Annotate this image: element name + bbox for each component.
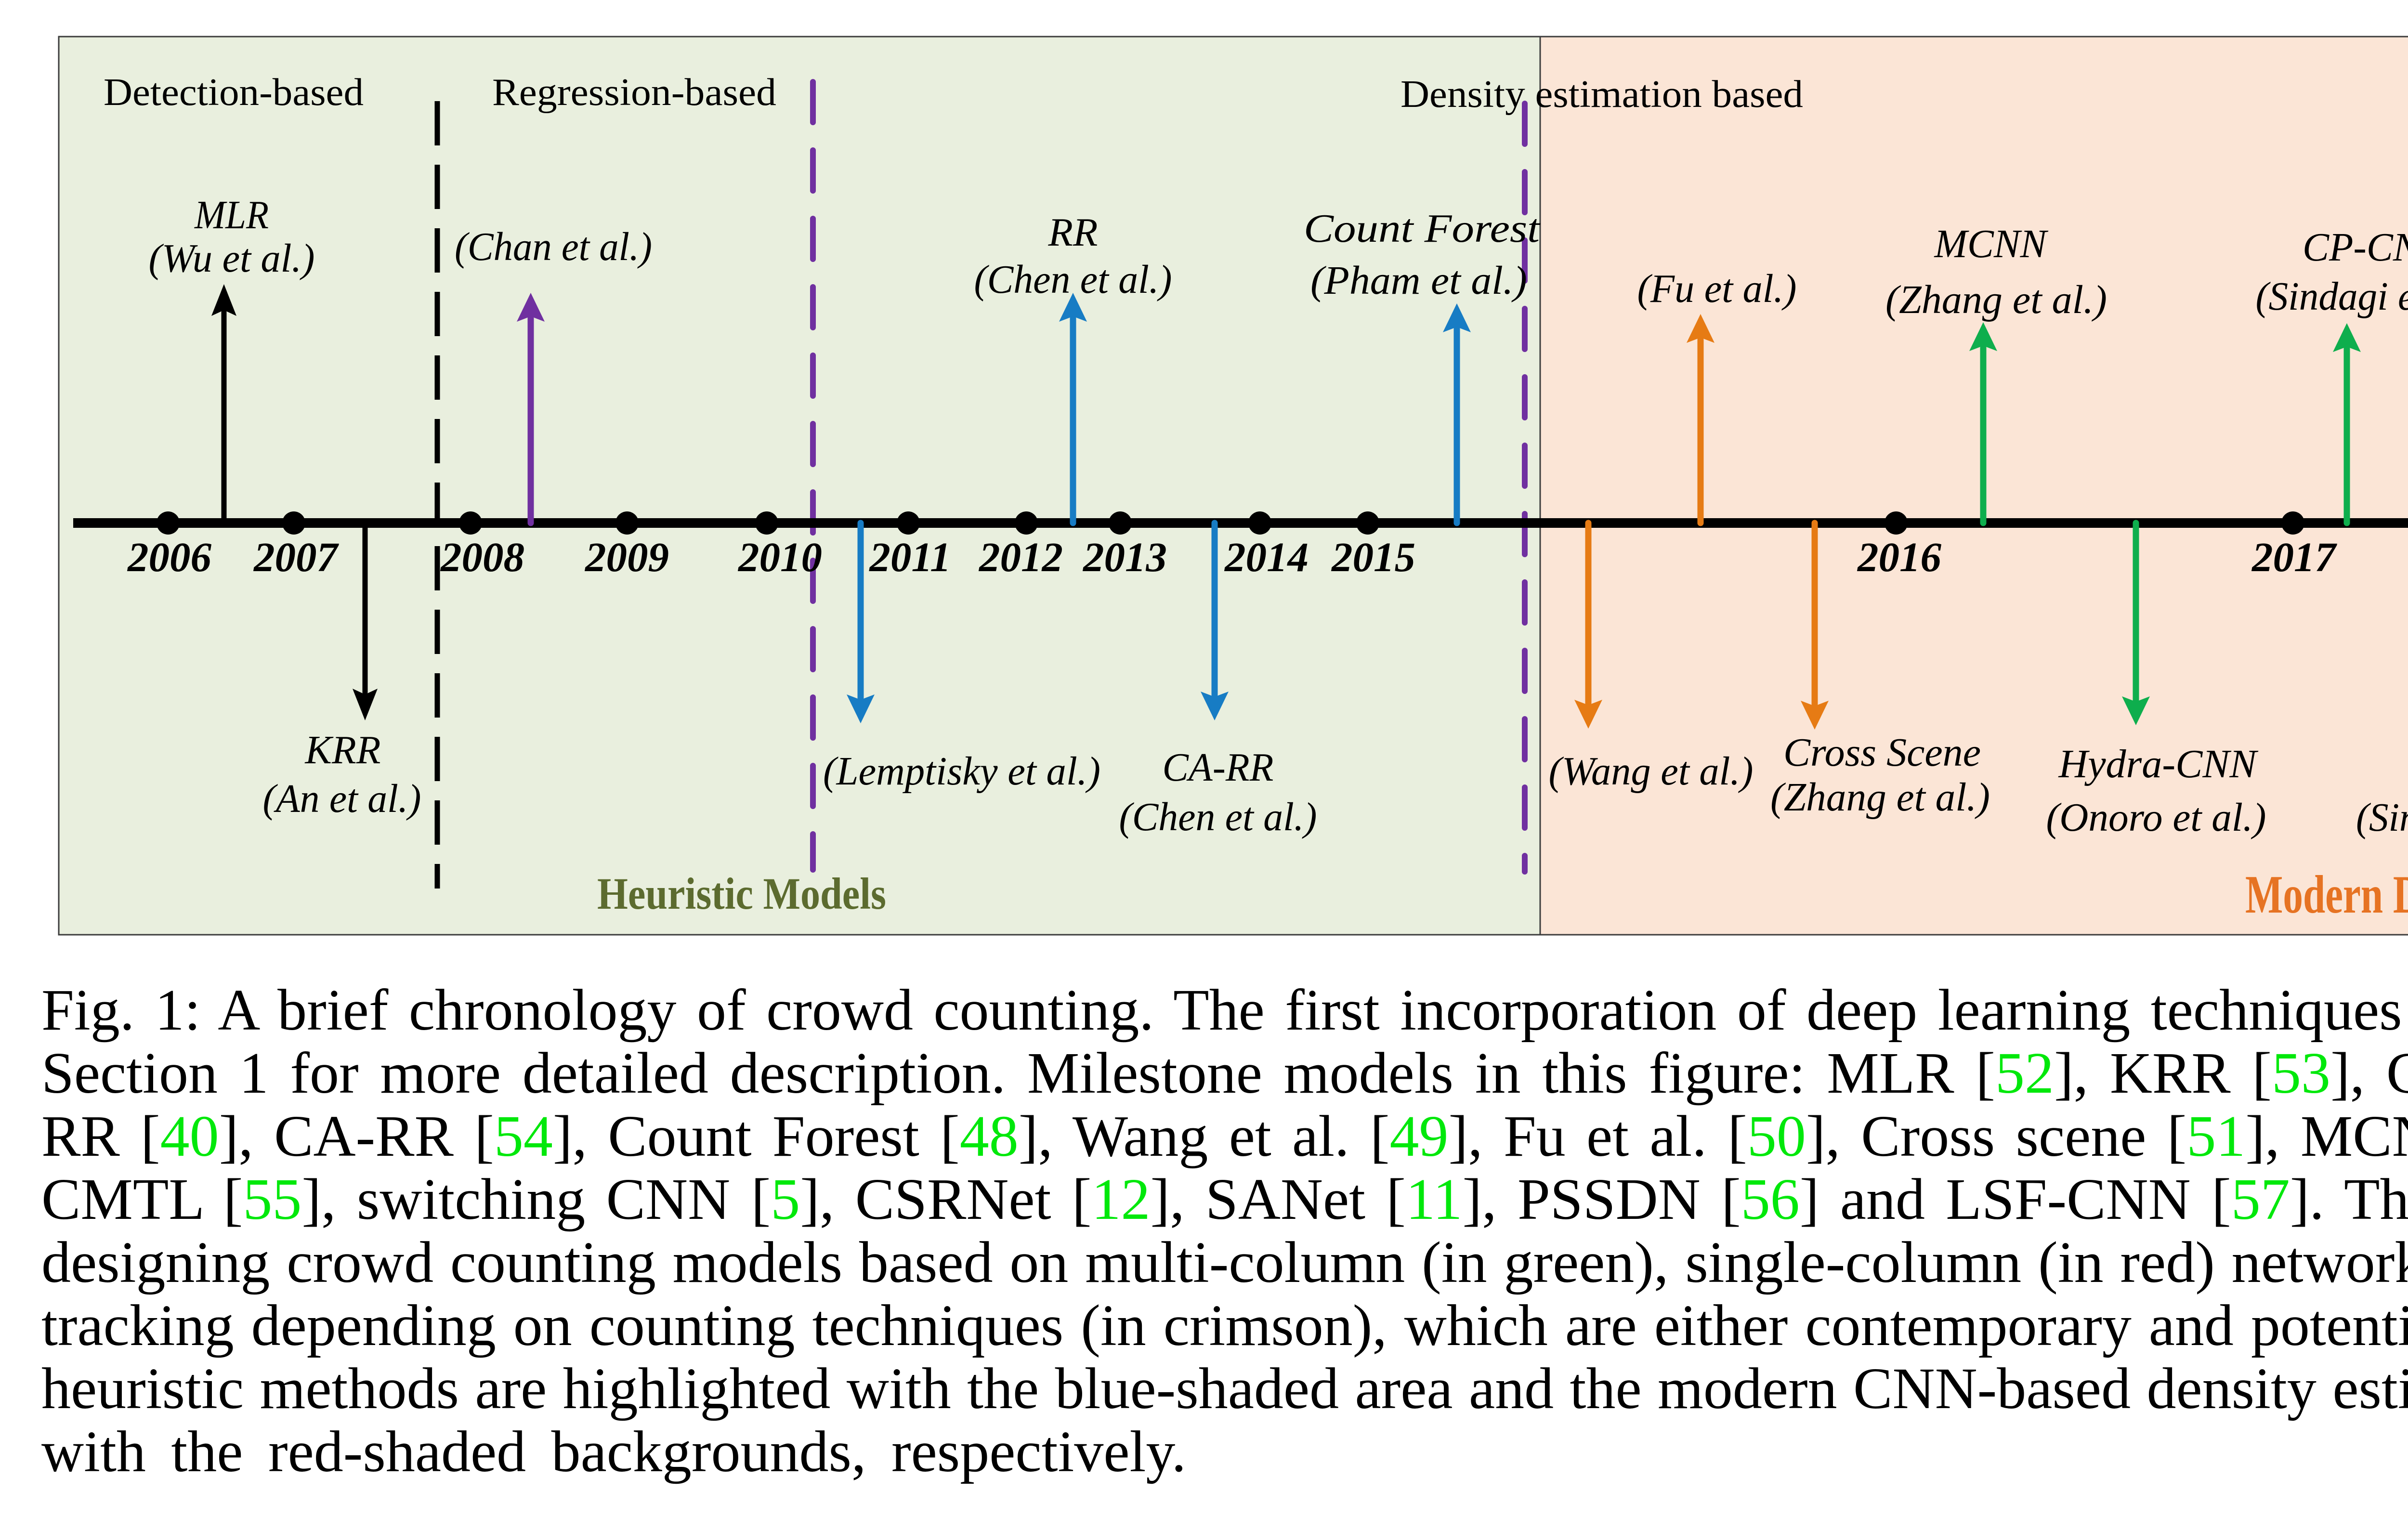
svg-text:(Pham et al.): (Pham et al.) bbox=[1310, 258, 1527, 303]
svg-text:2011: 2011 bbox=[868, 534, 951, 580]
svg-text:Detection-based: Detection-based bbox=[104, 71, 364, 114]
svg-text:(Fu et al.): (Fu et al.) bbox=[1637, 266, 1797, 311]
svg-text:2016: 2016 bbox=[1857, 534, 1942, 580]
svg-text:(Sindagi et al.): (Sindagi et al.) bbox=[2256, 274, 2408, 319]
svg-text:Count Forest: Count Forest bbox=[1304, 206, 1541, 251]
svg-text:(Chen et al.): (Chen et al.) bbox=[974, 257, 1172, 302]
svg-text:MLR: MLR bbox=[194, 193, 269, 237]
svg-text:(Wang et al.): (Wang et al.) bbox=[1549, 749, 1754, 794]
svg-text:2009: 2009 bbox=[584, 534, 669, 580]
svg-text:(Sindagi et al.): (Sindagi et al.) bbox=[2356, 795, 2408, 840]
svg-text:Hydra-CNN: Hydra-CNN bbox=[2058, 742, 2258, 786]
svg-text:2017: 2017 bbox=[2251, 534, 2338, 580]
svg-text:2013: 2013 bbox=[1082, 534, 1167, 580]
svg-text:2006: 2006 bbox=[127, 534, 212, 580]
svg-text:Cross Scene: Cross Scene bbox=[1783, 730, 1981, 775]
svg-text:2008: 2008 bbox=[440, 534, 524, 580]
svg-text:KRR: KRR bbox=[305, 728, 381, 772]
svg-text:(Lemptisky et al.): (Lemptisky et al.) bbox=[823, 749, 1100, 794]
svg-text:(Onoro et al.): (Onoro et al.) bbox=[2046, 795, 2266, 840]
svg-text:RR: RR bbox=[1047, 210, 1098, 255]
svg-text:(Zhang et al.): (Zhang et al.) bbox=[1885, 277, 2107, 322]
svg-text:(Chen et al.): (Chen et al.) bbox=[1119, 795, 1317, 839]
svg-text:(Zhang et al.): (Zhang et al.) bbox=[1770, 775, 1990, 820]
svg-text:2010: 2010 bbox=[737, 534, 822, 580]
svg-text:Heuristic Models: Heuristic Models bbox=[597, 869, 886, 919]
svg-text:MCNN: MCNN bbox=[1934, 222, 2049, 266]
svg-text:2007: 2007 bbox=[253, 534, 340, 580]
svg-text:2014: 2014 bbox=[1224, 534, 1309, 580]
svg-text:(Wu et al.): (Wu et al.) bbox=[149, 236, 315, 281]
svg-text:Density estimation based: Density estimation based bbox=[1400, 73, 1803, 116]
svg-text:Modern Deep Models: Modern Deep Models bbox=[2245, 865, 2408, 925]
svg-text:(Chan et al.): (Chan et al.) bbox=[455, 224, 652, 269]
svg-text:CA-RR: CA-RR bbox=[1163, 745, 1274, 790]
svg-text:2015: 2015 bbox=[1331, 534, 1415, 580]
svg-text:CP-CNN: CP-CNN bbox=[2303, 225, 2408, 270]
svg-text:2012: 2012 bbox=[978, 534, 1063, 580]
svg-text:(An et al.): (An et al.) bbox=[263, 776, 421, 821]
svg-text:Regression-based: Regression-based bbox=[492, 71, 776, 114]
